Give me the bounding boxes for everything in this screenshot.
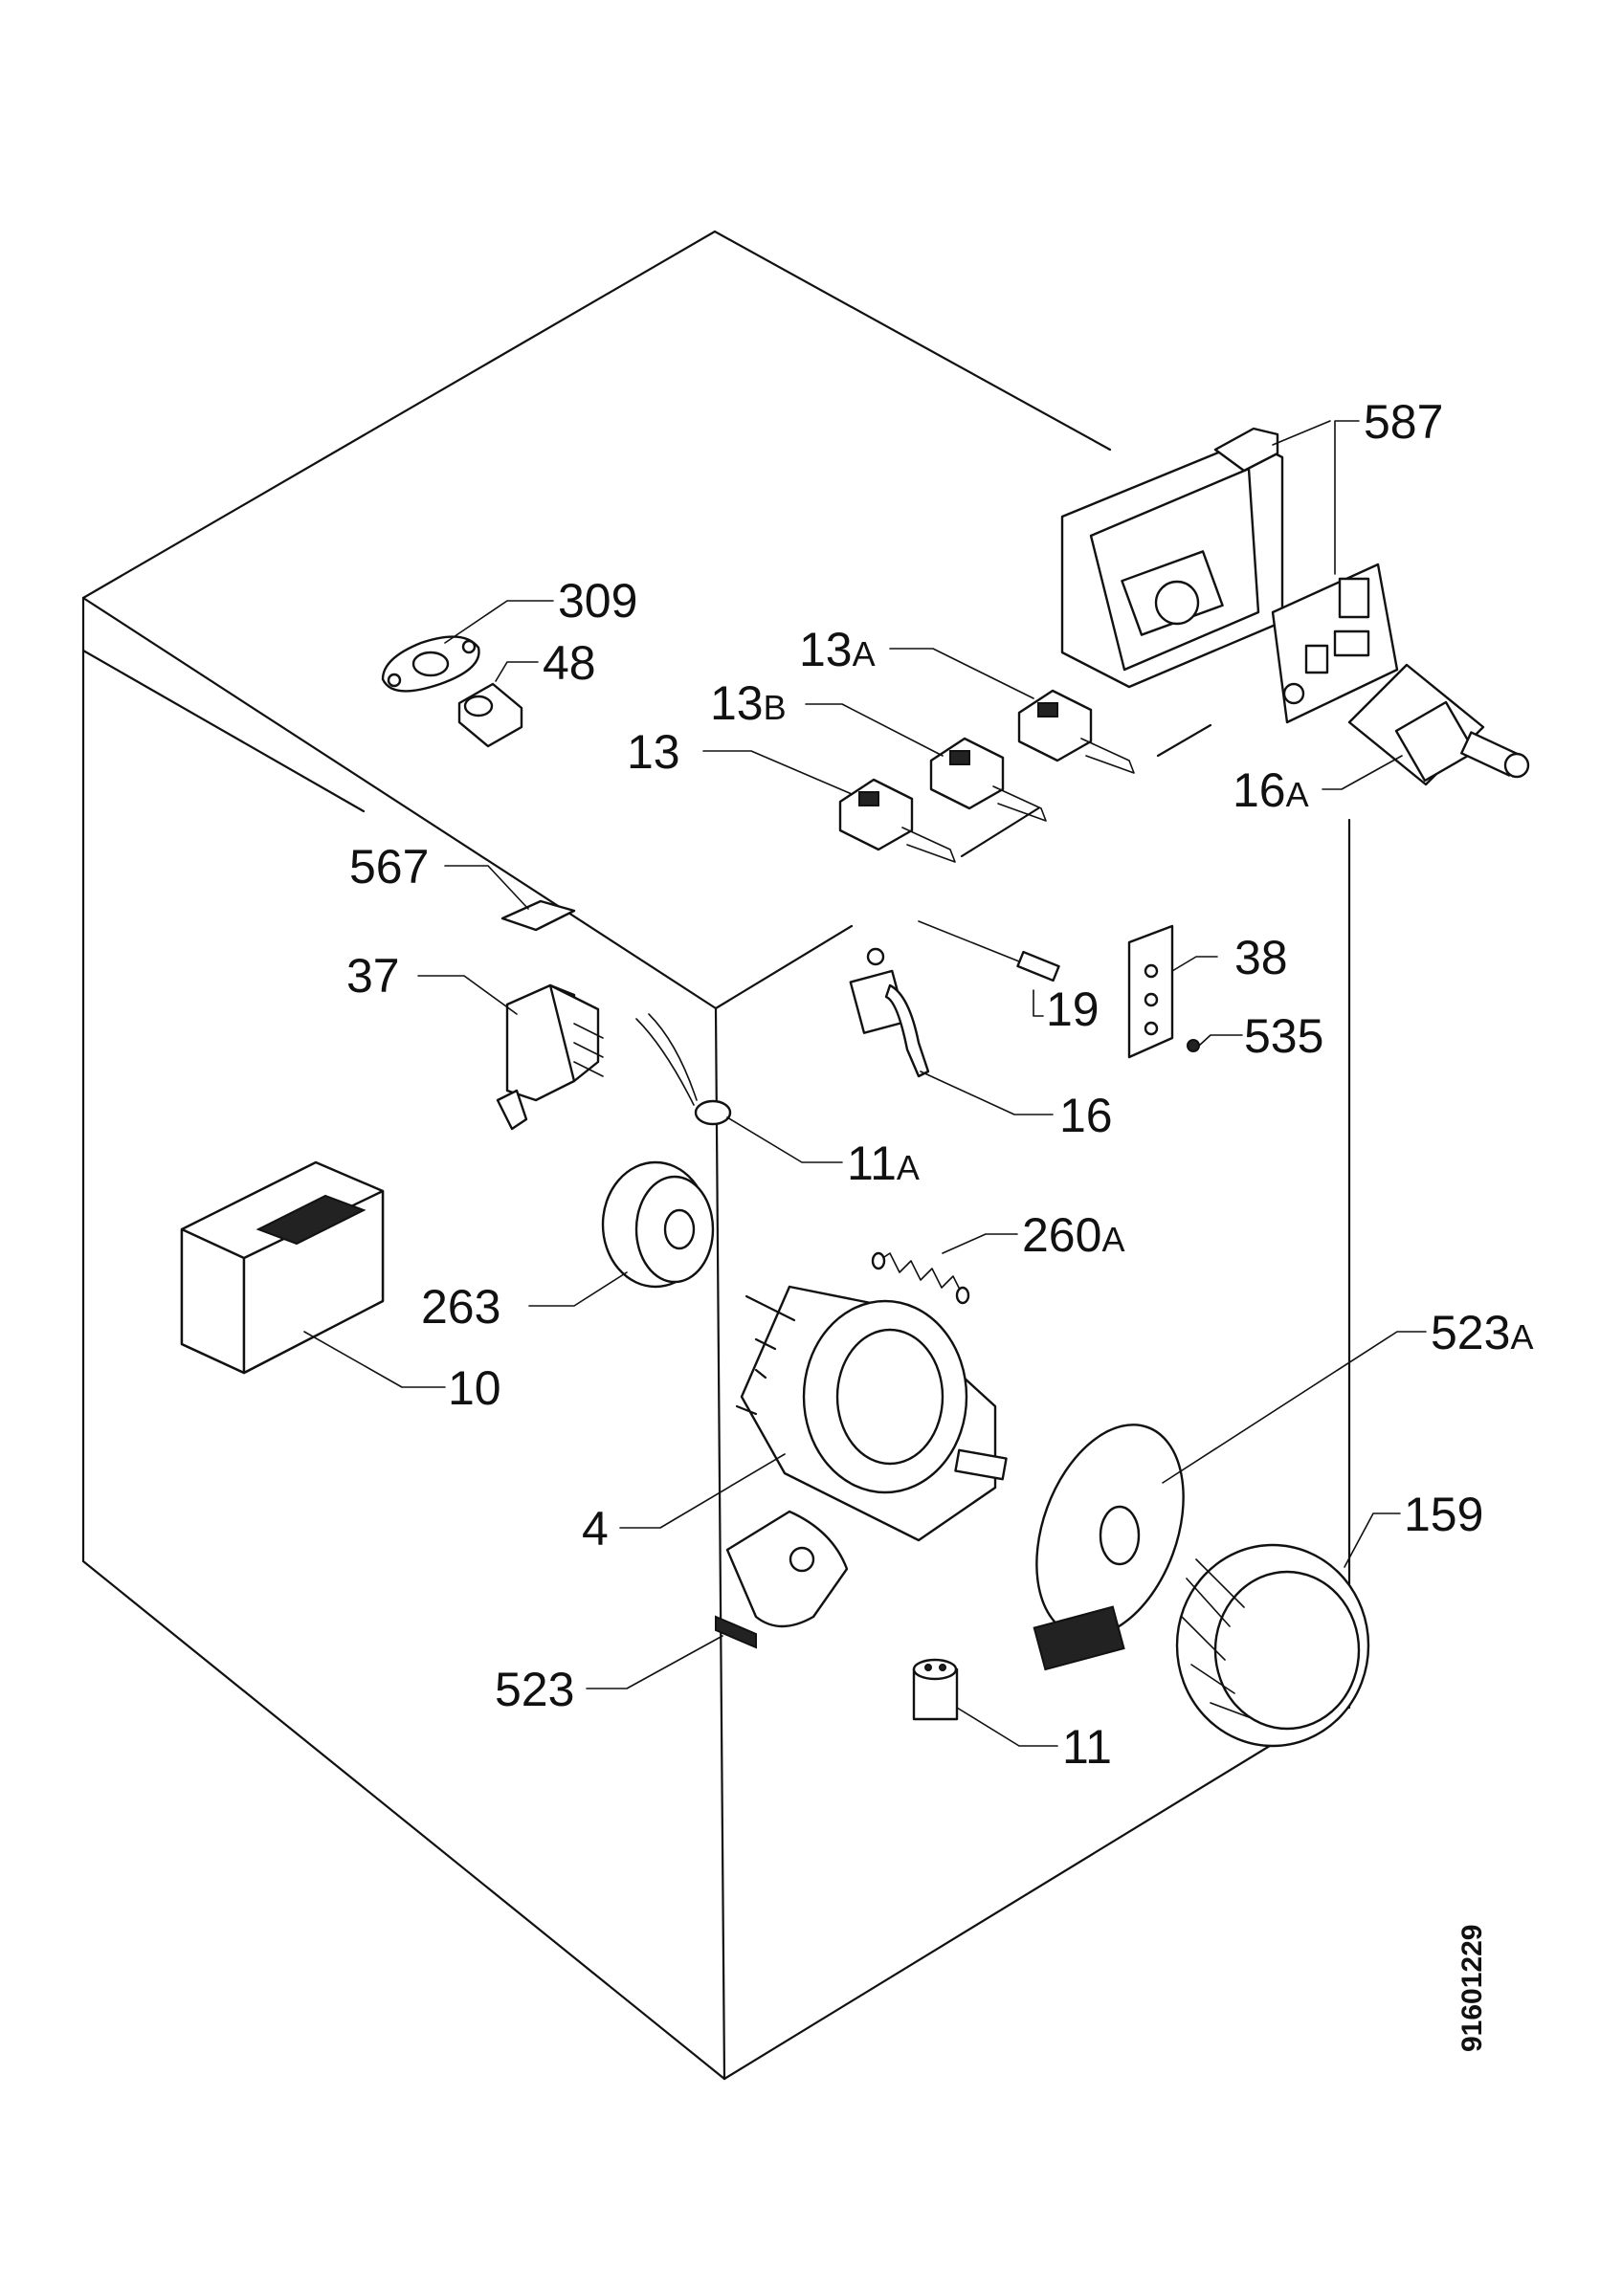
label-263: 263 — [421, 1280, 500, 1334]
label-11: 11 — [1062, 1720, 1112, 1774]
label-11A: 11A — [847, 1137, 920, 1190]
leader-lines — [303, 420, 1427, 1747]
fan-wheel-523A — [1033, 1424, 1185, 1671]
switch-13 — [838, 778, 956, 863]
label-13A: 13A — [799, 623, 876, 676]
document-id: 91601229 — [1456, 1925, 1488, 2052]
label-13B: 13B — [710, 676, 787, 730]
circuit-board-587 — [1271, 563, 1399, 724]
spring-260A — [871, 1251, 970, 1305]
nut-535 — [1187, 1039, 1200, 1052]
sensor-19 — [918, 920, 1060, 982]
bearing-flange-309 — [381, 635, 480, 693]
bracket-523 — [715, 1510, 849, 1649]
label-16: 16 — [1059, 1089, 1113, 1142]
fluff-filter-10 — [180, 1160, 385, 1375]
label-587: 587 — [1364, 395, 1443, 449]
label-38: 38 — [1234, 931, 1288, 984]
label-16A: 16A — [1233, 763, 1309, 817]
label-4: 4 — [582, 1502, 609, 1556]
label-535: 535 — [1244, 1009, 1323, 1063]
label-523: 523 — [495, 1663, 574, 1716]
clip-567 — [500, 899, 576, 932]
motor-4 — [735, 1285, 1008, 1542]
switch-13B — [929, 737, 1047, 822]
label-309: 309 — [558, 574, 637, 628]
label-13: 13 — [627, 725, 680, 779]
label-567: 567 — [349, 840, 429, 894]
blower-wheel-159 — [1175, 1543, 1370, 1748]
switch-13A — [1017, 689, 1135, 774]
door-switch-16 — [849, 947, 930, 1078]
label-260A: 260A — [1022, 1208, 1124, 1262]
capacitor-11A — [635, 1013, 732, 1126]
programme-selector-16A — [1347, 663, 1530, 786]
bushing-48 — [457, 682, 523, 748]
reference-labels: 587 309 48 13A 13B 13 16A 567 38 37 19 5… — [346, 395, 1533, 1774]
terminal-block-38 — [1127, 924, 1174, 1059]
capacitor-11 — [912, 1658, 959, 1721]
filter-37 — [496, 983, 604, 1131]
electronic-housing-587 — [1060, 427, 1284, 689]
label-10: 10 — [448, 1361, 501, 1415]
label-19: 19 — [1046, 982, 1100, 1036]
label-159: 159 — [1404, 1488, 1483, 1541]
pulley-263 — [601, 1160, 715, 1289]
label-37: 37 — [346, 949, 400, 1003]
label-523A: 523A — [1431, 1306, 1533, 1359]
label-48: 48 — [543, 636, 596, 690]
